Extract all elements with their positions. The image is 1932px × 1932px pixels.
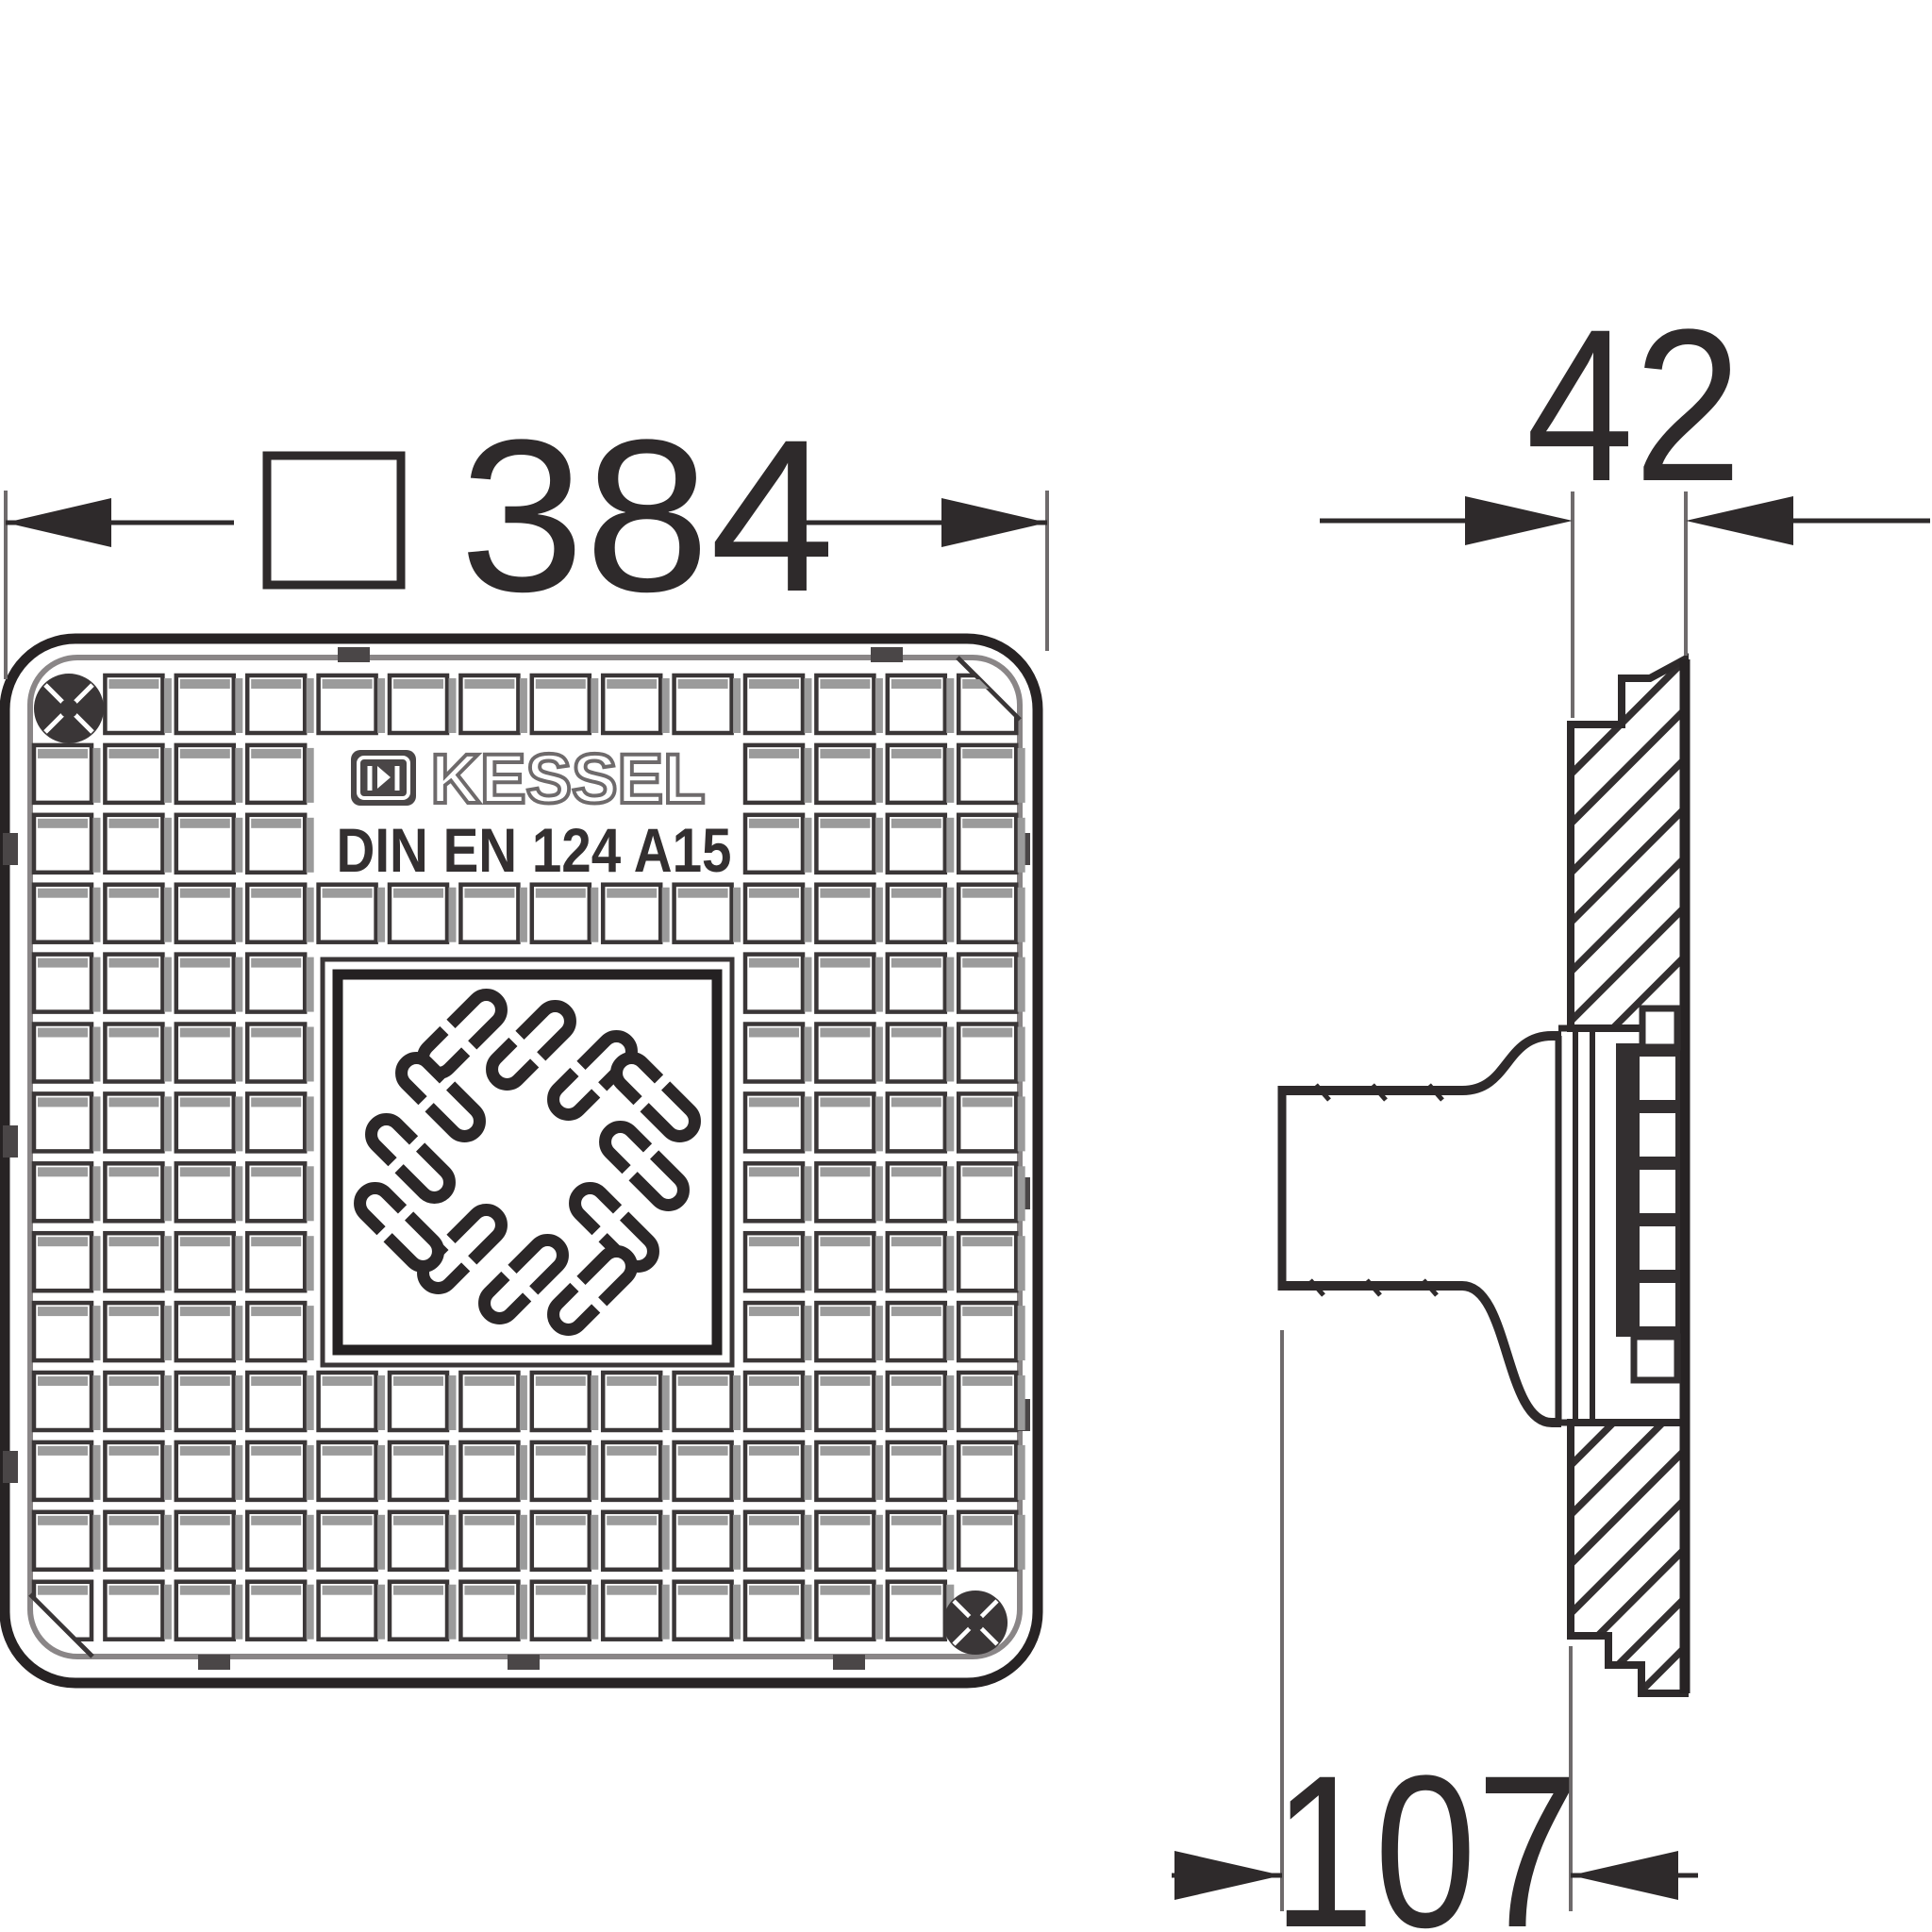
svg-text:384: 384 [459, 394, 835, 637]
svg-text:DIN EN 124 A15: DIN EN 124 A15 [337, 815, 732, 885]
svg-text:107: 107 [1273, 1730, 1578, 1932]
svg-text:KESSEL: KESSEL [431, 740, 706, 818]
svg-text:42: 42 [1526, 284, 1742, 526]
